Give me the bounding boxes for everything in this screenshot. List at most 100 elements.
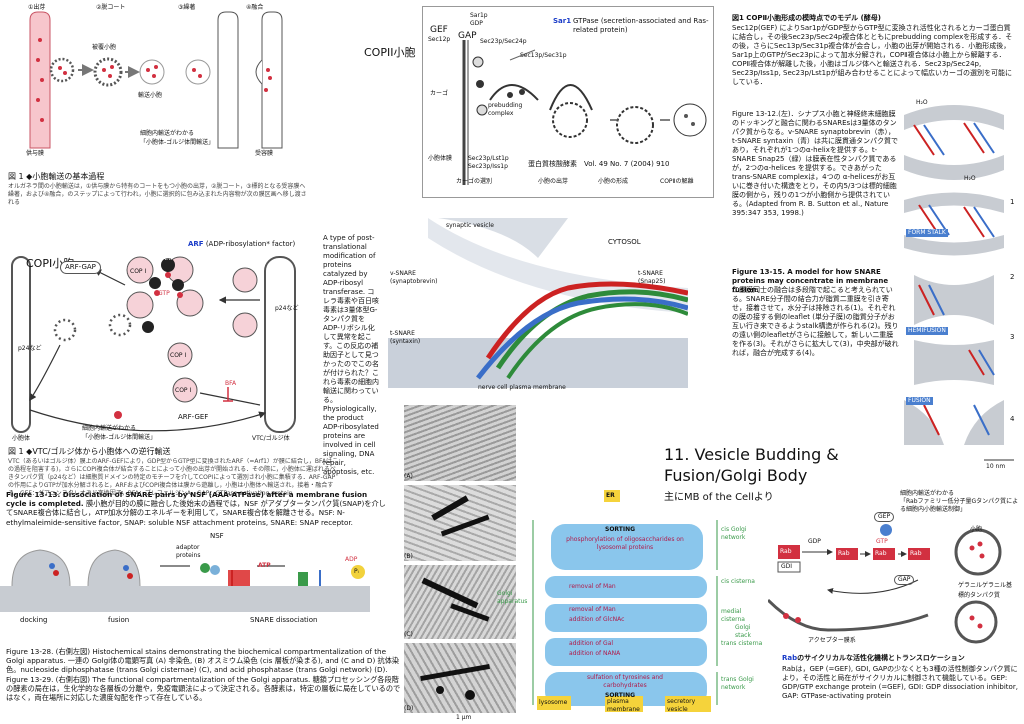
golgi-right-label: medial cisterna <box>721 608 745 623</box>
fusion-stages-panel: FORM STALK HEMIFUSION FUSION 1 2 3 4 H₂O… <box>904 95 1022 475</box>
geranyl-label: ゲラニルゲラニル基 <box>958 582 1013 589</box>
golgi-stack-diagram <box>532 490 718 712</box>
fig13-15-title: Figure 13-15. A model for how SNARE prot… <box>732 268 889 294</box>
note-line: 「小胞体-ゴルジ体間輸送」 <box>82 434 157 441</box>
note-line: 「小胞体-ゴルジ体間輸送」 <box>140 139 215 146</box>
rab-label: Rab <box>910 550 922 557</box>
micrographs-panel: (A) (B) (C) (D) 1 μm <box>400 405 520 723</box>
snare-dissociation-label: SNARE dissociation <box>250 616 318 624</box>
nsf-panel: docking fusion SNARE dissociation NSF ad… <box>0 528 380 628</box>
rab-panel: 細胞内輸送がわかる 「Rabファミリー低分子量Gタンパク質による細胞内小胞輸送制… <box>768 490 1024 724</box>
cargo-label: カーゴ <box>430 90 449 97</box>
arf-caption-body: VTC（あるいはゴルジ体）膜上のARF-GEFにより，GDP型からGTP型に変換… <box>8 458 339 496</box>
t-snare-left-label: t-SNARE <box>390 330 415 337</box>
output-label: secretory vesicle <box>667 698 696 713</box>
stage-number: 2 <box>1010 273 1015 281</box>
sec23-iss1-label: Sec23p/Iss1p <box>468 163 508 170</box>
v-snare-sub: (synaptobrevin) <box>390 278 438 285</box>
hemifusion-label: HEMIFUSION <box>906 327 948 335</box>
rab-cycle-diagram <box>768 524 1002 644</box>
copii-text-title: 図1 COPⅡ小胞形成の模時点でのモデル (酵母) <box>732 14 881 22</box>
micrograph-label: (A) <box>404 473 413 480</box>
fig13-13-body: 膜小胞が目的の膜に融合した後始末の過程では，NSF がアダプタータンパク質(SN… <box>6 499 386 527</box>
sar1p-label: Sar1p <box>470 12 488 19</box>
fig13-13-caption: Figure 13-13. Dissociation of SNARE pair… <box>6 490 390 527</box>
copi-label: COP I <box>175 387 192 394</box>
fig13-15-body: 二重膜同士の融合は多段階で起こると考えられている。SNARE分子間の結合力が脂質… <box>732 286 899 357</box>
bfa-label: BFA <box>225 380 237 387</box>
output-label: lysosome <box>539 699 568 706</box>
rab-title: Rab <box>782 654 798 662</box>
copi-label: COP I <box>130 268 147 275</box>
rab-label: Rab <box>780 548 792 555</box>
sorting-top-label: SORTING <box>605 526 636 533</box>
prebudding-label: prebudding complex <box>488 102 523 117</box>
sorting-bottom-label: SORTING <box>605 692 636 699</box>
rab-body: Rabは，GEP (=GEF), GDI, GAPの少なくとも3種の活性制御タン… <box>782 665 1018 700</box>
transport-vesicle-label: 輸送小胞 <box>138 92 163 99</box>
gtp-label: GTP <box>876 538 888 545</box>
note-line: 「Rabファミリー低分子量Gタンパク質による細胞内小胞輸送制御」 <box>900 498 1019 513</box>
cytosol-label: CYTOSOL <box>608 238 641 246</box>
gap-label: GAP <box>894 575 915 585</box>
p24-label: p24など <box>275 305 299 312</box>
copii-panel: COPII小胞 GEF GAP Sar1p GDP Sec12p Sec23p/… <box>360 0 740 200</box>
stage-label: 小胞の形成 <box>598 178 629 185</box>
golgi-panel: ER SORTING phosphorylation of oligosacch… <box>497 490 765 724</box>
gef-label: GEF <box>430 25 448 35</box>
er-label: 小胞体 <box>12 435 31 442</box>
fusion-stages-diagram <box>904 105 1014 461</box>
golgi-item: removal of Man <box>569 583 616 590</box>
section-subtitle: 主にMB of the Cellより <box>664 492 774 503</box>
step-label: ③繰著 <box>178 4 196 11</box>
arf-title-row: ARF (ADP-ribosylation* factor) <box>188 240 295 249</box>
form-stalk-label: FORM STALK <box>906 229 948 237</box>
micrograph-label: (B) <box>404 553 413 560</box>
copii-diagram <box>462 40 707 185</box>
note-line: 細胞内輸送がわかる <box>900 490 955 497</box>
copii-box <box>422 6 714 198</box>
section-title-line1: 11. Vesicle Budding & <box>664 445 839 465</box>
gdi-label: GDI <box>781 563 793 570</box>
arf-gap-label: ARF-GAP <box>60 261 101 274</box>
rab-title-rest: のサイクリカルな活性化機構とトランスロケーション <box>797 654 965 662</box>
gdp-label: GDP <box>470 20 483 27</box>
copii-text-body: Sec12p(GEF) によりSar1pがGDP型からGTP型に変換され活性化さ… <box>732 24 1013 86</box>
scale-bar-label: 1 μm <box>456 714 472 721</box>
rab-title-row: Rabのサイクリカルな活性化機構とトランスロケーション <box>782 654 1022 663</box>
sec23-24-label: Sec23p/Sec24p <box>480 38 527 45</box>
section-number: 11. <box>664 445 690 464</box>
sar1-description: GTPase (secretion-associated and Ras-rel… <box>573 17 709 34</box>
sec13-31-label: Sec13p/Sec31p <box>520 52 567 59</box>
fig13-12-text: Figure 13-12.(左)．シナプス小胞と神経終末細胞膜のドッキングと融合… <box>732 110 899 217</box>
golgi-item: removal of Man <box>569 606 616 613</box>
gep-label: GEP <box>874 512 895 522</box>
section-title-line2: Fusion/Golgi Body <box>664 466 808 485</box>
golgi-item: phosphorylation of oligosaccharides on l… <box>566 536 684 551</box>
arf-description: A type of post-translational modificatio… <box>323 234 379 476</box>
p24-label: p24など <box>18 345 42 352</box>
golgi-right-label: cis Golgi network <box>721 526 747 541</box>
vesicle-label: 小胞 <box>970 526 983 533</box>
copii-label: COPII小胞 <box>364 46 416 59</box>
arf-gef-label: ARF-GEF <box>178 413 209 421</box>
snare-panel: synaptic vesicle CYTOSOL v-SNARE (synapt… <box>388 218 688 398</box>
sec12p-label: Sec12p <box>428 36 451 43</box>
synaptic-vesicle-label: synaptic vesicle <box>446 222 494 229</box>
t-snare-right-sub: (Snap25) <box>638 278 666 285</box>
nsf-label: NSF <box>210 532 224 540</box>
target-label: 標的タンパク質 <box>958 592 1001 599</box>
micrograph-stain <box>420 495 490 700</box>
journal-citation: 蛋白質核酸酵素 Vol. 49 No. 7 (2004) 910 <box>528 160 670 168</box>
gdp-label: GDP <box>808 538 821 545</box>
acceptor-label: 受容膜 <box>255 150 274 157</box>
arf-cycle-diagram <box>11 256 296 433</box>
fig1-caption-body: オルガネラ間の小胞輸送は，①供与膜から特有のコートをもつ小胞の出芽，②脱コート，… <box>8 183 307 206</box>
stage-label: カーゴの選別 <box>456 178 493 185</box>
adp-label: ADP <box>345 556 358 563</box>
t-snare-right-label: t-SNARE <box>638 270 663 277</box>
stage-label: COPⅡの解離 <box>660 178 694 185</box>
fig1-panel: ①出芽 ②脱コート ③繰著 ④融合 被覆小胞 輸送小胞 供与膜 受容膜 細胞内輸… <box>0 0 310 225</box>
sar1-title: Sar1 <box>553 17 572 25</box>
stage-number: 3 <box>1010 333 1015 341</box>
